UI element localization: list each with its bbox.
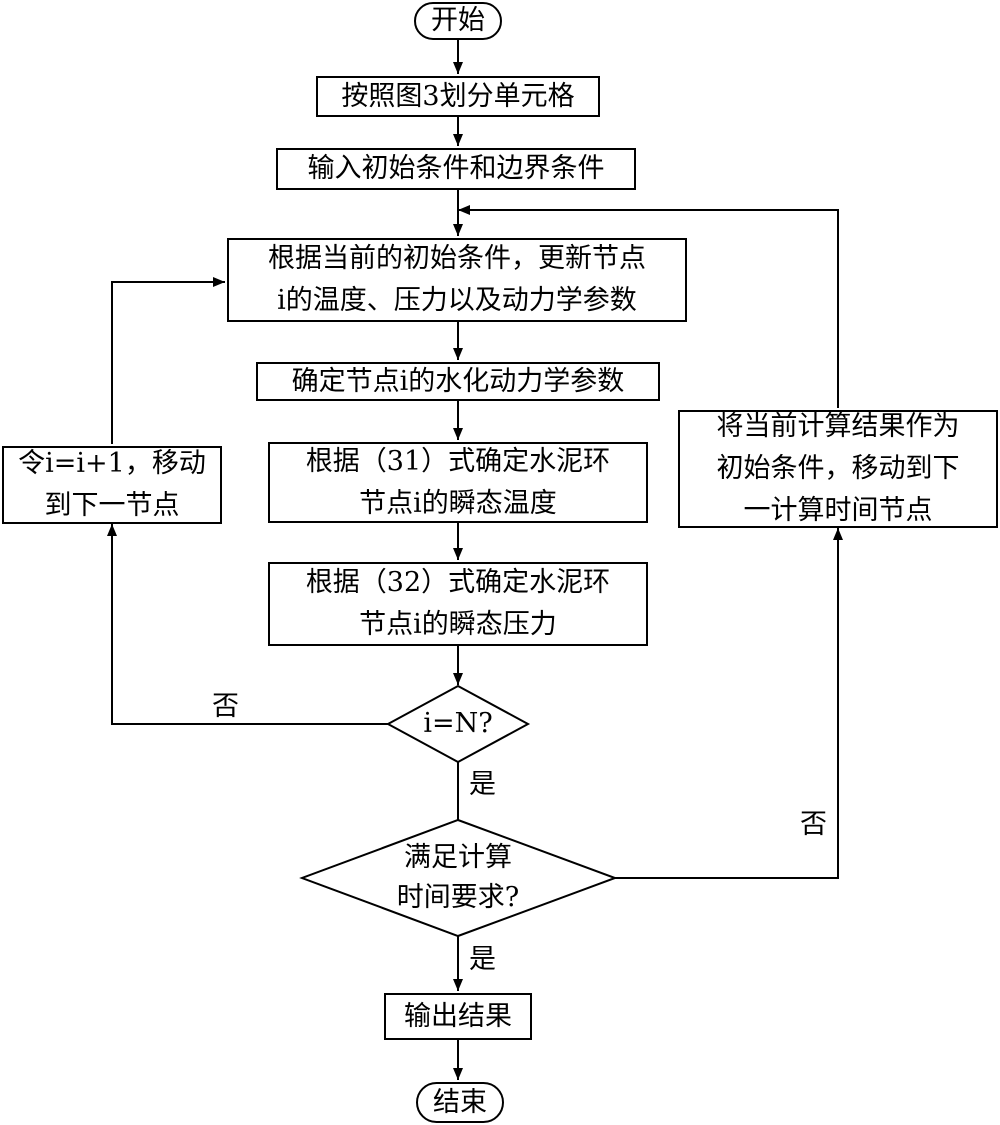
start-node: 开始 [414, 2, 502, 40]
hydration-params-box: 确定节点i的水化动力学参数 [256, 362, 660, 401]
update-node-box: 根据当前的初始条件，更新节点 i的温度、压力以及动力学参数 [227, 238, 687, 322]
edge-check-time-no-to-next-time [615, 528, 843, 879]
edge-label-no-time: 否 [800, 809, 827, 840]
temperature-eq31-box: 根据（31）式确定水泥环 节点i的瞬态温度 [268, 442, 648, 523]
edge-next-time-to-update [458, 205, 839, 408]
output-box: 输出结果 [384, 993, 532, 1040]
next-time-step-box: 将当前计算结果作为 初始条件，移动到下 一计算时间节点 [678, 410, 998, 528]
edge-label-no-node: 否 [212, 691, 239, 722]
edge-next-node-to-update [111, 277, 225, 444]
decision-time-label: 满足计算 时间要求? [396, 842, 520, 913]
edge-label-yes-node: 是 [469, 769, 496, 800]
input-conditions-box: 输入初始条件和边界条件 [276, 148, 636, 190]
end-node: 结束 [416, 1082, 504, 1123]
divide-cells-box: 按照图3划分单元格 [316, 76, 600, 117]
edge-check-node-no-to-next-node [107, 524, 388, 725]
decision-last-node-label: i=N? [423, 708, 493, 739]
edge-label-yes-time: 是 [469, 944, 496, 975]
decision-time-shape [299, 818, 618, 938]
decision-last-node-shape [385, 684, 531, 764]
next-node-box: 令i=i+1，移动 到下一节点 [2, 446, 222, 524]
pressure-eq32-box: 根据（32）式确定水泥环 节点i的瞬态压力 [268, 562, 648, 646]
